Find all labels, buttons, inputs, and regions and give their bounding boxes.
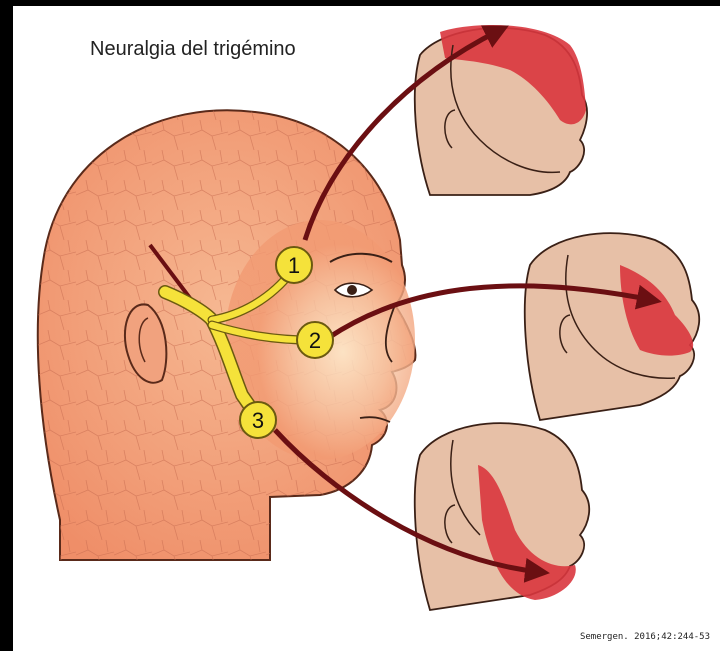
branch-badge-2: 2	[297, 322, 333, 358]
branch-badge-3: 3	[240, 402, 276, 438]
thumbnail-head-1	[415, 25, 587, 195]
branch-badge-1-label: 1	[288, 253, 300, 278]
citation: Semergen. 2016;42:244-53	[580, 632, 710, 642]
branch-badge-3-label: 3	[252, 408, 264, 433]
thumbnail-head-3	[415, 423, 589, 610]
branch-badge-2-label: 2	[309, 328, 321, 353]
branch-badge-1: 1	[276, 247, 312, 283]
diagram-title: Neuralgia del trigémino	[90, 38, 296, 61]
